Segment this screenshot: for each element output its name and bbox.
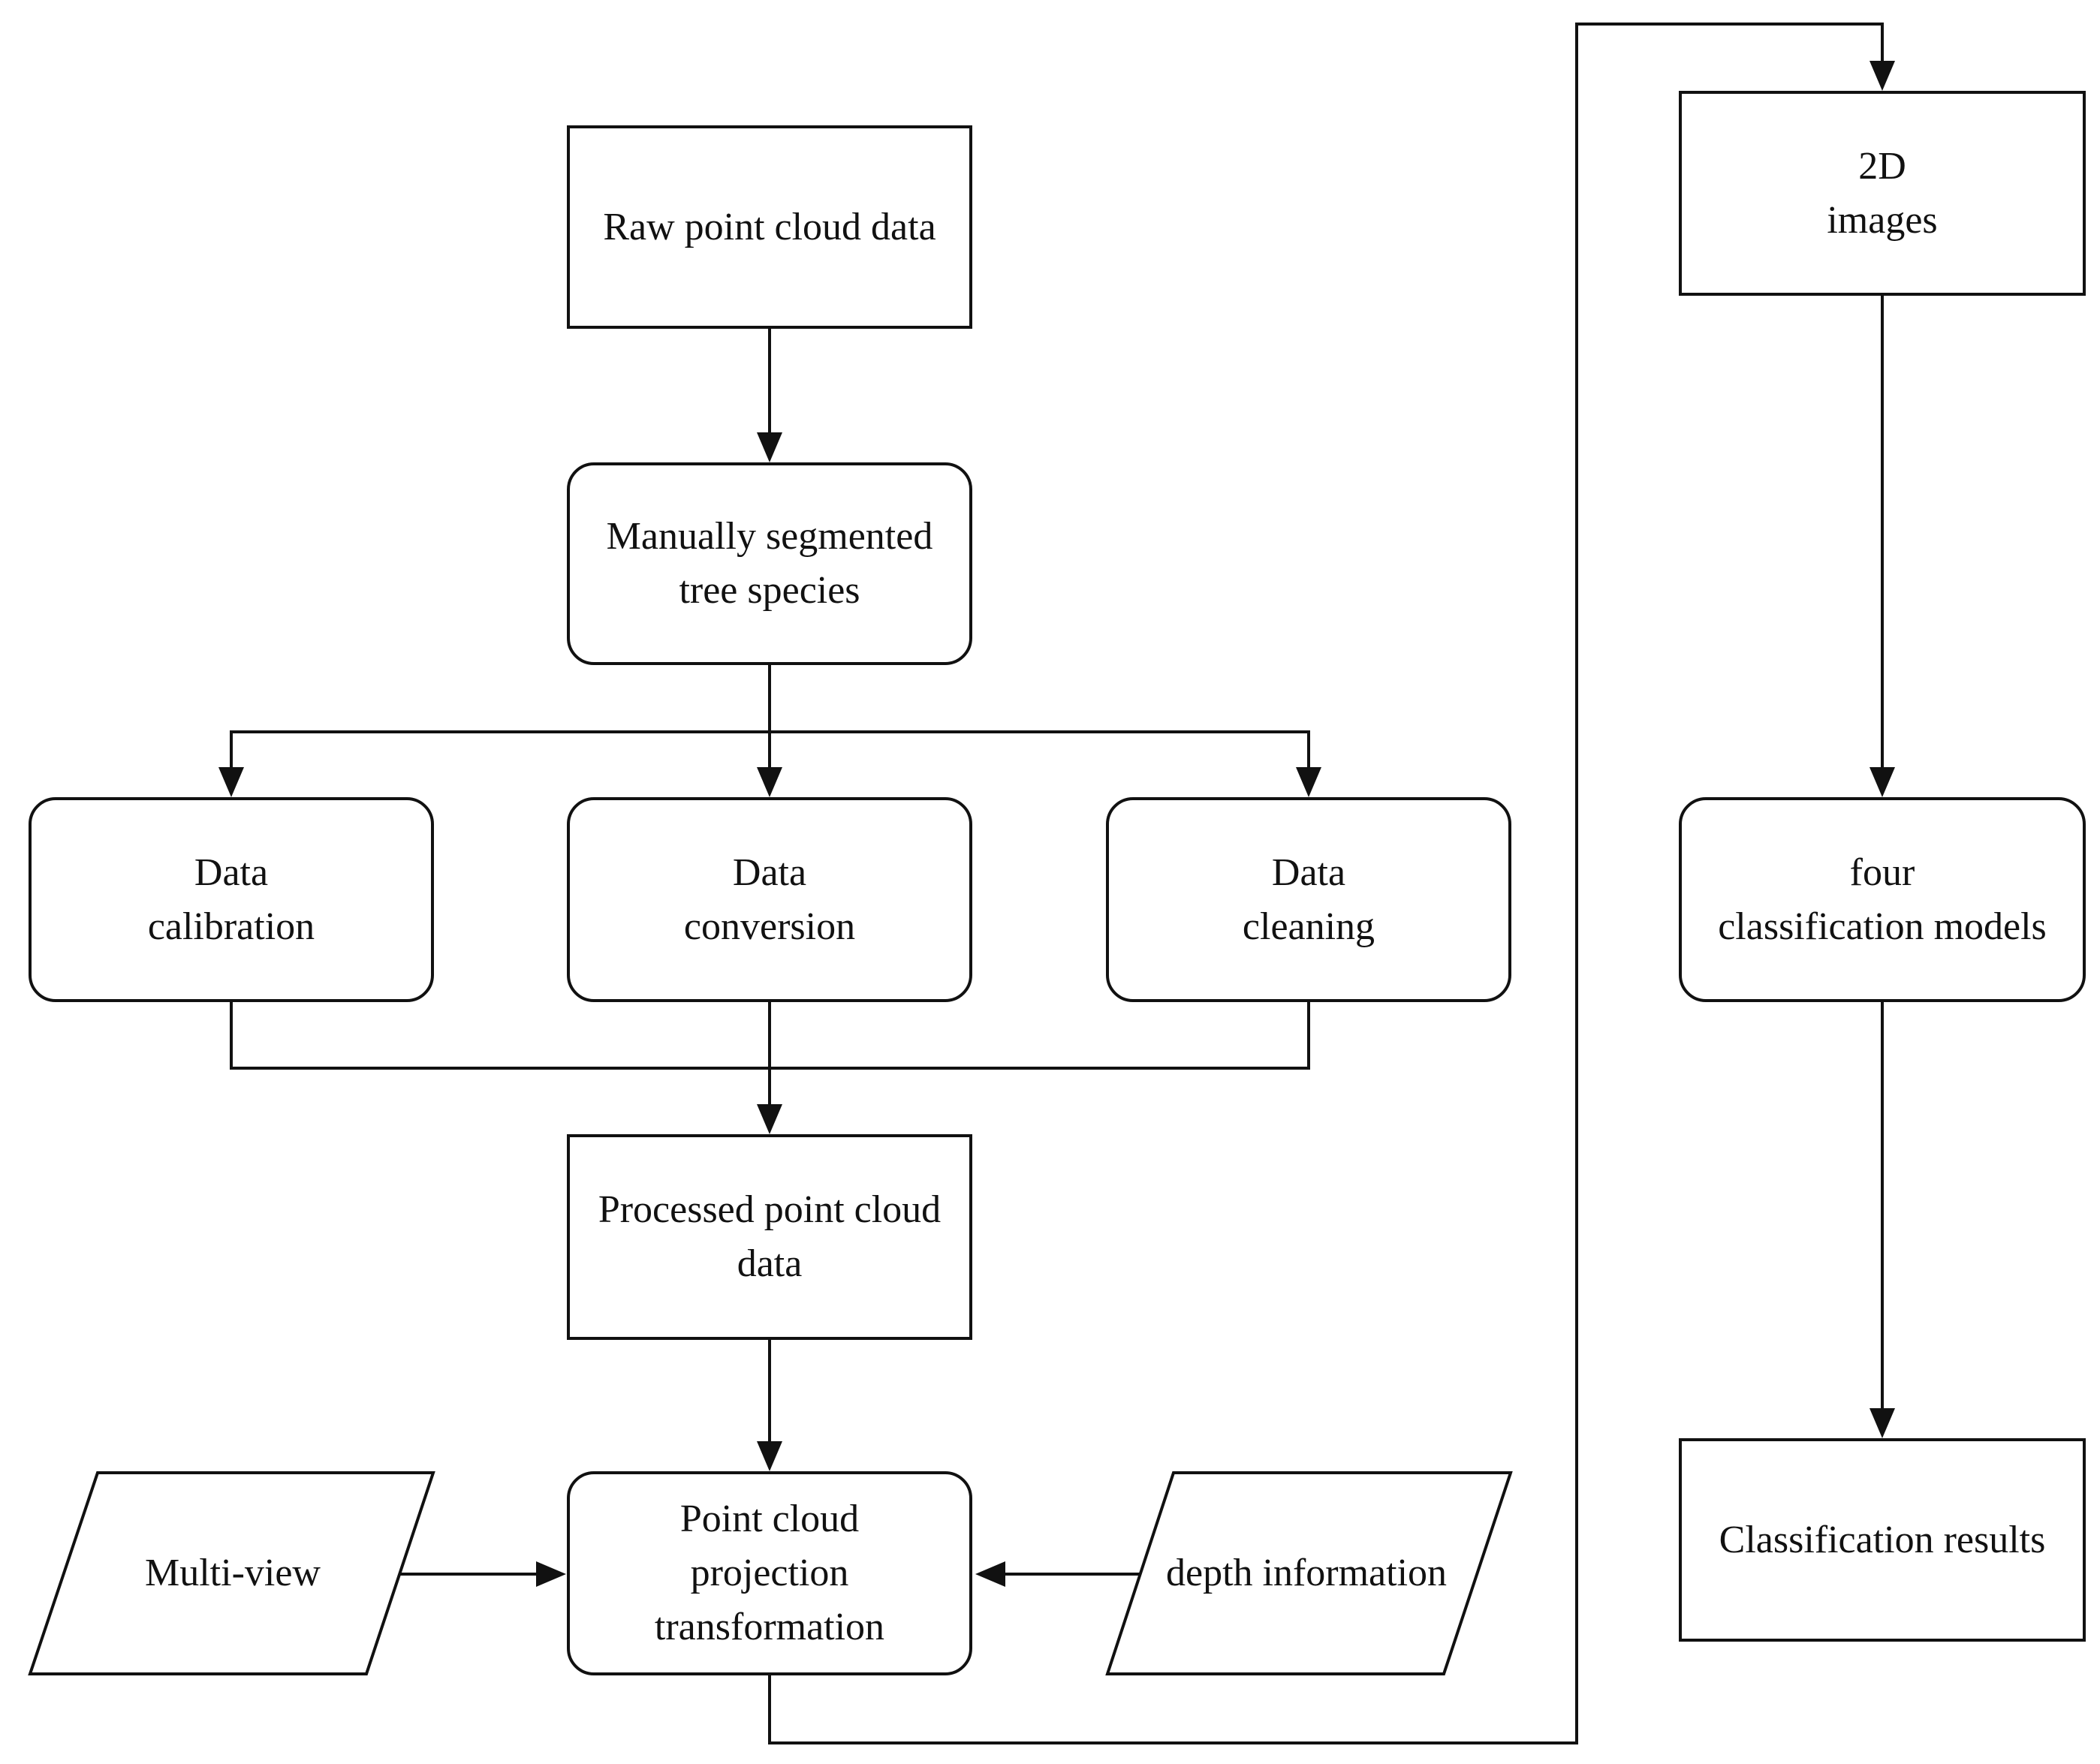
node-label-line: Data — [1271, 850, 1346, 894]
arrowhead-projection-left — [536, 1561, 566, 1587]
node-label-line: transformation — [654, 1606, 885, 1648]
data-conversion-box: Data conversion — [567, 797, 972, 1002]
node-label-line: images — [1827, 198, 1938, 242]
raw-point-cloud-data-box: Raw point cloud data — [567, 125, 972, 329]
node-label-line: 2D — [1858, 144, 1906, 188]
arrowhead-2d-images — [1870, 61, 1895, 91]
node-label-line: depth information — [1165, 1552, 1448, 1594]
manually-segmented-box: Manually segmented tree species — [567, 462, 972, 665]
node-label-line: Classification results — [1719, 1518, 2046, 1561]
multiview-label: Multi-view — [68, 1473, 398, 1674]
data-calibration-box: Data calibration — [29, 797, 434, 1002]
arrowhead-cleaning — [1296, 767, 1321, 797]
node-label-line: cleaning — [1242, 905, 1375, 948]
arrowhead-projection-top — [757, 1441, 782, 1471]
node-label-line: Data — [732, 850, 807, 894]
arrowhead-manual — [757, 432, 782, 462]
depth-information-label: depth information — [1130, 1473, 1483, 1674]
arrowhead-models — [1870, 767, 1895, 797]
node-label-line: tree species — [679, 569, 860, 612]
multiview-parallelogram — [28, 1471, 435, 1675]
arrowhead-calibration — [218, 767, 244, 797]
node-label-line: Point cloud — [679, 1498, 860, 1540]
node-label-line: data — [737, 1242, 803, 1285]
arrowhead-results — [1870, 1408, 1895, 1438]
classification-models-box: four classification models — [1679, 797, 2086, 1002]
node-label-line: calibration — [147, 905, 315, 948]
node-label-line: conversion — [683, 905, 856, 948]
node-label-line: Processed point cloud — [598, 1188, 942, 1231]
edge-split-bar — [230, 730, 1310, 770]
arrowhead-conversion — [757, 767, 782, 797]
node-label-line: Multi-view — [145, 1552, 321, 1594]
arrowhead-projection-right — [975, 1561, 1005, 1587]
classification-results-box: Classification results — [1679, 1438, 2086, 1642]
arrowhead-processed — [757, 1104, 782, 1134]
node-label-line: Data — [194, 850, 269, 894]
node-label-line: four — [1849, 850, 1915, 894]
processed-point-cloud-box: Processed point cloud data — [567, 1134, 972, 1340]
node-label-line: Manually segmented — [606, 515, 933, 558]
edge-projection-to-2d-images — [768, 23, 1884, 1744]
depth-parallelogram — [1105, 1471, 1513, 1675]
node-label-line: Raw point cloud data — [603, 205, 936, 248]
node-label-line: projection — [690, 1552, 849, 1594]
projection-transformation-box: Point cloud projection transformation — [567, 1471, 972, 1675]
data-cleaning-box: Data cleaning — [1106, 797, 1511, 1002]
node-label-line: classification models — [1718, 905, 2047, 948]
2d-images-box: 2D images — [1679, 91, 2086, 296]
